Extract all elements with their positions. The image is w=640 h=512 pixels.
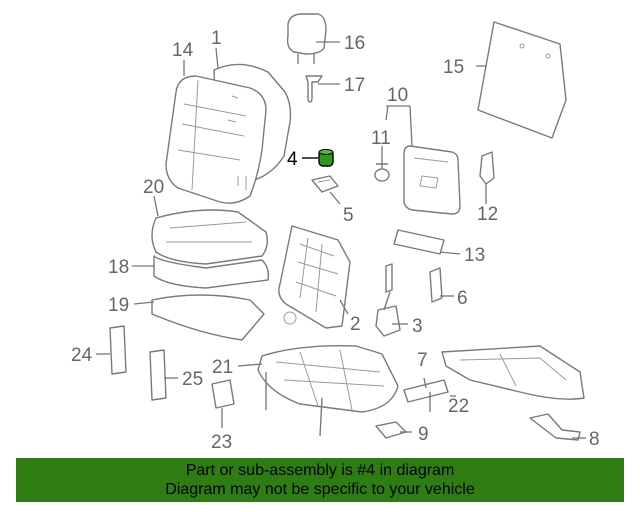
callout-9: 9 (418, 424, 429, 445)
part-6 (429, 267, 443, 303)
part-8 (529, 413, 581, 441)
callout-10: 10 (387, 85, 408, 106)
part-13-bar (393, 229, 445, 255)
headrest-16 (286, 13, 327, 64)
seatback-assembly (165, 63, 292, 204)
callout-13: 13 (464, 245, 485, 266)
callout-21: 21 (212, 357, 233, 378)
part-4-highlighted (318, 149, 334, 167)
callout-6: 6 (457, 288, 468, 309)
callout-20: 20 (143, 177, 164, 198)
part-25 (149, 349, 167, 401)
callout-3: 3 (412, 316, 423, 337)
part-11 (374, 160, 390, 182)
info-banner-line-2: Diagram may not be specific to your vehi… (165, 481, 475, 498)
part-5 (311, 175, 339, 193)
leader-lines (96, 41, 586, 439)
callout-15: 15 (443, 57, 464, 78)
part-2-frame (278, 225, 351, 329)
callout-23: 23 (211, 432, 232, 453)
part-23 (211, 379, 235, 409)
seat-cushion-20 (151, 209, 269, 265)
callout-5: 5 (343, 205, 354, 226)
callout-24: 24 (71, 345, 93, 366)
info-banner-line-1: Part or sub-assembly is #4 in diagram (185, 462, 455, 479)
part-24 (109, 325, 127, 375)
part-10-panel (403, 145, 461, 215)
callout-labels: 1 2 3 4 5 6 7 8 9 10 11 12 13 14 15 16 1… (71, 28, 600, 453)
callout-2: 2 (350, 314, 361, 335)
callout-1: 1 (211, 28, 222, 49)
part-15-panel (477, 21, 567, 139)
part-9 (375, 421, 407, 439)
callout-19: 19 (108, 295, 129, 316)
part-3-recliner (375, 263, 401, 337)
callout-7: 7 (417, 350, 428, 371)
callout-12: 12 (477, 204, 498, 225)
part-12-bracket (479, 151, 495, 185)
seat-cushion-18 (153, 255, 270, 289)
callout-8: 8 (589, 429, 600, 450)
callout-25: 25 (182, 369, 203, 390)
callout-17: 17 (344, 75, 365, 96)
seat-pad-19 (151, 294, 265, 341)
callout-14: 14 (172, 40, 194, 61)
part-21-frame (257, 345, 399, 437)
info-banner: Part or sub-assembly is #4 in diagram Di… (16, 458, 624, 502)
callout-18: 18 (108, 257, 129, 278)
callout-4: 4 (287, 149, 298, 170)
callout-11: 11 (371, 128, 391, 149)
callout-22: 22 (448, 396, 469, 417)
callout-16: 16 (344, 33, 365, 54)
part-7-bar (403, 379, 449, 412)
part-22-tray (441, 345, 585, 400)
info-banner-background (16, 458, 624, 502)
headrest-guide-17 (305, 75, 323, 103)
